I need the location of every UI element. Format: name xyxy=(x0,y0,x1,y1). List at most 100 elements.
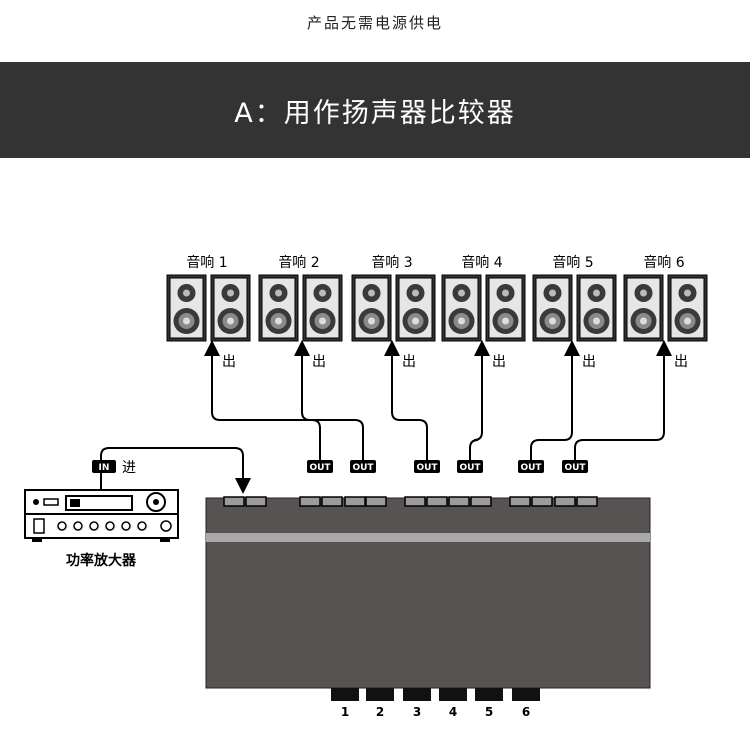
selector-button-3[interactable]: 3 xyxy=(403,688,431,719)
out-port-badge-2: OUT xyxy=(350,460,376,473)
speaker-6: 音响 6 xyxy=(623,254,708,342)
out-port-badge-5: OUT xyxy=(518,460,544,473)
speaker-1: 音响 1 xyxy=(166,254,251,342)
section-banner: A：用作扬声器比较器 xyxy=(0,62,750,158)
out-port-label: OUT xyxy=(564,463,586,473)
selector-button-label: 1 xyxy=(341,705,349,719)
out-port-badge-3: OUT xyxy=(414,460,440,473)
device-port xyxy=(448,496,470,507)
selector-button-5[interactable]: 5 xyxy=(475,688,503,719)
out-port-label: OUT xyxy=(520,463,542,473)
amplifier-knob-icon xyxy=(121,521,131,531)
output-label-3: 出 xyxy=(402,354,416,370)
out-port-label: OUT xyxy=(459,463,481,473)
output-wire-5 xyxy=(530,340,580,460)
output-label-4: 出 xyxy=(492,354,506,370)
device-port xyxy=(470,496,492,507)
out-port-label: OUT xyxy=(416,463,438,473)
amplifier-knobs xyxy=(57,520,172,532)
selector-key[interactable] xyxy=(366,688,394,701)
woofer-cap xyxy=(368,317,375,325)
out-port-badge-6: OUT xyxy=(562,460,588,473)
tweeter-dome xyxy=(549,289,556,297)
tweeter-dome xyxy=(640,289,647,297)
output-label-2: 出 xyxy=(312,354,326,370)
device-port xyxy=(576,496,598,507)
selector-button-label: 6 xyxy=(522,705,530,719)
tweeter-dome xyxy=(593,289,600,297)
wire-group: 出出出出出出 xyxy=(100,340,688,494)
amplifier-foot-right xyxy=(160,538,170,542)
tweeter-dome xyxy=(684,289,691,297)
selector-button-4[interactable]: 4 xyxy=(439,688,467,719)
amplifier-label: 功率放大器 xyxy=(66,552,137,569)
selector-button-label: 5 xyxy=(485,705,493,719)
input-label: 进 xyxy=(122,460,136,476)
device-stripe xyxy=(206,533,650,542)
amplifier-knob-icon xyxy=(89,521,99,531)
amplifier-led xyxy=(33,499,39,505)
amplifier-bottom-panel xyxy=(24,513,179,539)
selector-key[interactable] xyxy=(439,688,467,701)
out-port-badge-1: OUT xyxy=(307,460,333,473)
device-port xyxy=(365,496,387,507)
amplifier-display-block xyxy=(70,499,80,507)
device-port xyxy=(554,496,576,507)
out-port-badge-4: OUT xyxy=(457,460,483,473)
tweeter-dome xyxy=(319,289,326,297)
selector-button-1[interactable]: 1 xyxy=(331,688,359,719)
speaker-label-5: 音响 5 xyxy=(552,254,593,271)
woofer-cap xyxy=(319,317,326,325)
selector-button-2[interactable]: 2 xyxy=(366,688,394,719)
selector-button-label: 4 xyxy=(449,705,457,719)
tweeter-dome xyxy=(183,289,190,297)
amplifier-switch xyxy=(33,518,45,534)
output-label-6: 出 xyxy=(674,354,688,370)
speaker-label-3: 音响 3 xyxy=(371,254,412,271)
speaker-4: 音响 4 xyxy=(441,254,526,342)
port-group: OUT OUT OUT OUT OUT OUT xyxy=(223,460,598,507)
amplifier-knob-icon xyxy=(57,521,67,531)
output-wire-2 xyxy=(294,340,364,460)
selector-button-6[interactable]: 6 xyxy=(512,688,540,719)
output-label-5: 出 xyxy=(582,354,596,370)
woofer-cap xyxy=(640,317,647,325)
speaker-group: 音响 1 音响 2 音响 3 音响 4 音响 5 音响 6 xyxy=(166,254,708,342)
selector-key[interactable] xyxy=(512,688,540,701)
output-wire-3 xyxy=(384,340,428,460)
woofer-cap xyxy=(458,317,465,325)
speaker-label-1: 音响 1 xyxy=(186,254,227,271)
speaker-2: 音响 2 xyxy=(258,254,343,342)
out-port-label: OUT xyxy=(352,463,374,473)
speaker-3: 音响 3 xyxy=(351,254,436,342)
amplifier-display xyxy=(65,495,133,511)
device-body xyxy=(205,497,651,689)
input-port-badge: IN xyxy=(92,460,116,473)
tweeter-dome xyxy=(458,289,465,297)
speaker-label-2: 音响 2 xyxy=(278,254,319,271)
woofer-cap xyxy=(593,317,600,325)
device-port xyxy=(245,496,267,507)
amplifier-knob-icon xyxy=(73,521,83,531)
device-port xyxy=(404,496,426,507)
amplifier-knob-center xyxy=(153,499,159,505)
selector-key[interactable] xyxy=(475,688,503,701)
output-wire-1 xyxy=(204,340,321,460)
selector-key[interactable] xyxy=(403,688,431,701)
amplifier-slot xyxy=(43,498,59,506)
device-port xyxy=(299,496,321,507)
tweeter-dome xyxy=(227,289,234,297)
device-port xyxy=(509,496,531,507)
selector-key[interactable] xyxy=(331,688,359,701)
woofer-cap xyxy=(684,317,691,325)
device-port xyxy=(321,496,343,507)
device-port xyxy=(531,496,553,507)
out-port-label: OUT xyxy=(309,463,331,473)
tweeter-dome xyxy=(412,289,419,297)
woofer-cap xyxy=(275,317,282,325)
tweeter-dome xyxy=(275,289,282,297)
section-title: A：用作扬声器比较器 xyxy=(234,97,516,129)
